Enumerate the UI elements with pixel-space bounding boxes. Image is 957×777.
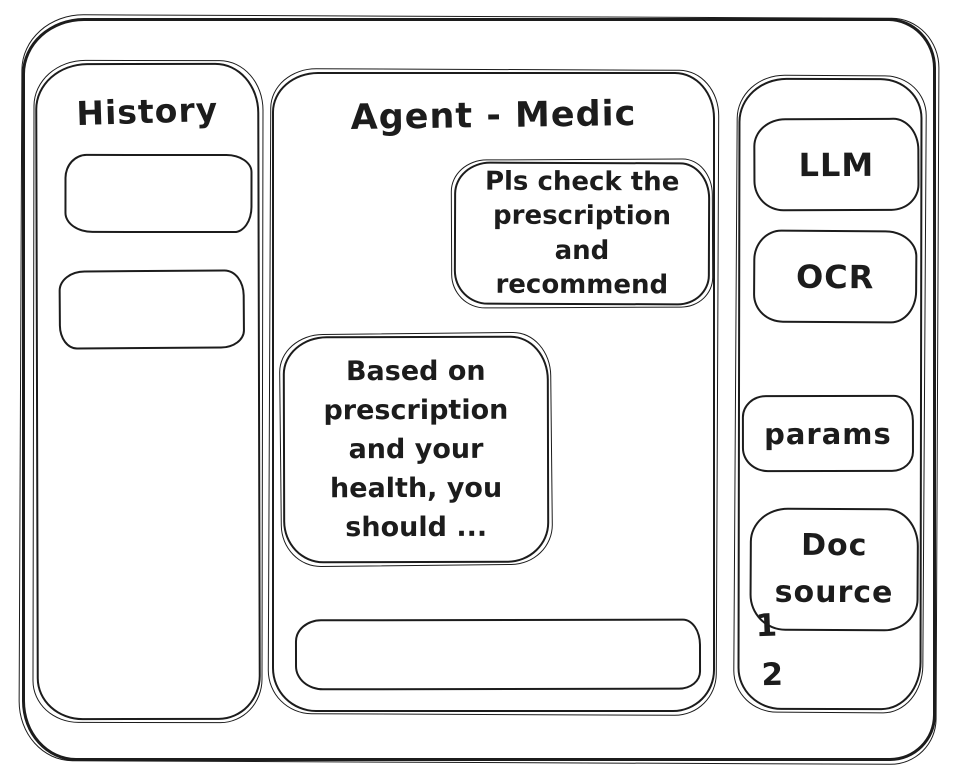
tools-sidebar: LLM OCR params Doc source 1 2 — [737, 77, 923, 711]
history-sidebar: History — [35, 62, 261, 721]
agent-message-bubble: Based on prescription and your health, y… — [282, 335, 550, 564]
history-title: History — [75, 89, 219, 134]
chat-input-bar[interactable] — [294, 618, 702, 691]
doc-source-item-1[interactable]: 1 — [755, 607, 778, 645]
history-item[interactable] — [64, 153, 253, 234]
params-button[interactable]: params — [741, 394, 914, 473]
chat-title: Agent - Medic — [350, 94, 637, 138]
history-item[interactable] — [58, 269, 246, 350]
llm-button[interactable]: LLM — [753, 117, 920, 212]
chat-panel: Agent - Medic Pls check the prescription… — [272, 72, 715, 712]
user-message-bubble: Pls check the prescription and recommend — [453, 161, 711, 306]
ocr-button[interactable]: OCR — [752, 229, 918, 324]
doc-source-item-2[interactable]: 2 — [761, 656, 784, 694]
chat-input[interactable] — [296, 620, 700, 689]
